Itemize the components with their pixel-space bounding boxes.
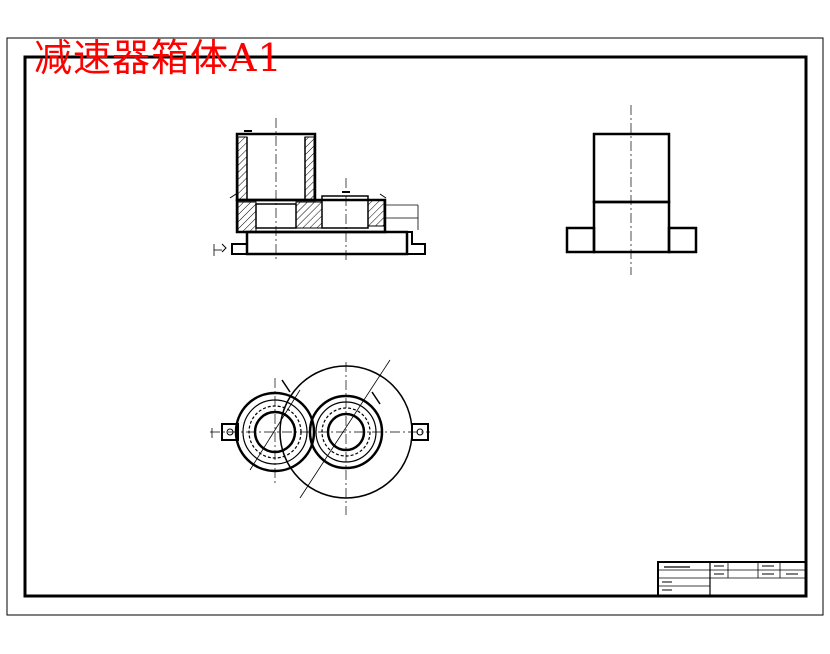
front-section-view [213,118,426,262]
side-view [565,105,698,275]
drawing-title: 减速器箱体A1 [34,36,283,80]
top-view [210,359,430,515]
outer-border [6,37,824,616]
title-block [657,561,807,597]
inner-frame [23,55,808,598]
